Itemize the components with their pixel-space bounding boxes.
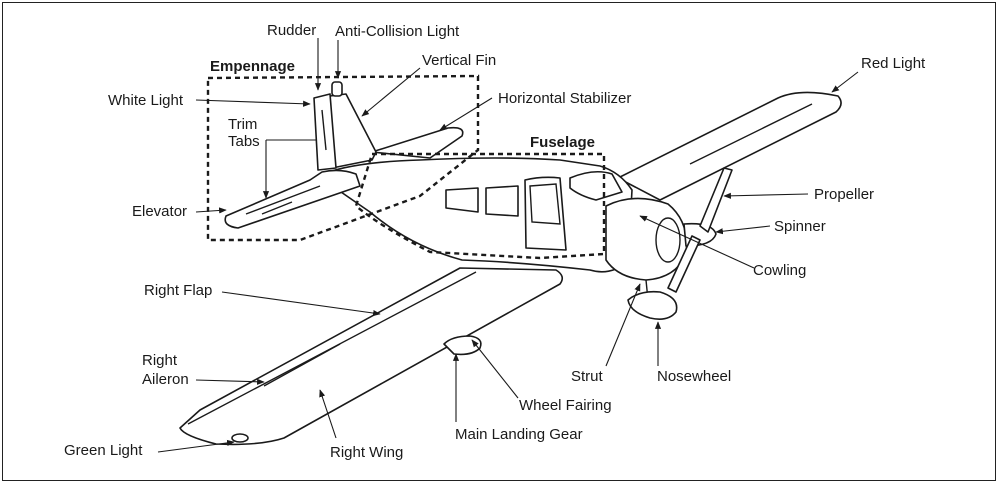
label-spinner: Spinner [774, 218, 826, 235]
label-horizontal-stabilizer: Horizontal Stabilizer [498, 90, 631, 107]
window-middle [485, 185, 519, 217]
label-right-aileron-2: Aileron [142, 371, 189, 388]
label-vertical-fin: Vertical Fin [422, 52, 496, 69]
label-right-wing: Right Wing [330, 444, 403, 461]
left-wing [617, 91, 842, 201]
label-red-light: Red Light [861, 55, 926, 72]
label-right-aileron-1: Right [142, 352, 178, 369]
label-empennage: Empennage [210, 58, 295, 75]
label-trim-tabs-1: Trim [228, 116, 257, 133]
anti-collision-light-shape [331, 81, 343, 97]
rudder-shape [313, 93, 337, 171]
label-propeller: Propeller [814, 186, 874, 203]
vertical-fin-shape [329, 93, 377, 169]
label-rudder: Rudder [267, 22, 316, 39]
label-white-light: White Light [108, 92, 184, 109]
door [524, 176, 567, 251]
airplane-illustration [179, 81, 842, 446]
label-strut: Strut [571, 368, 604, 385]
propeller-shape [699, 167, 733, 233]
label-nosewheel: Nosewheel [657, 368, 731, 385]
window-rear [445, 187, 479, 213]
fuselage-outline [354, 152, 606, 260]
label-right-flap: Right Flap [144, 282, 212, 299]
label-elevator: Elevator [132, 203, 187, 220]
label-main-landing-gear: Main Landing Gear [455, 426, 583, 443]
label-fuselage: Fuselage [530, 134, 595, 151]
label-trim-tabs-2: Tabs [228, 133, 260, 150]
cowling-shape [605, 197, 688, 281]
leader-lines [157, 38, 859, 453]
right-horizontal-stabilizer [224, 169, 361, 229]
label-cowling: Cowling [753, 262, 806, 279]
left-horizontal-stabilizer [371, 126, 464, 159]
empennage-outline [206, 74, 480, 242]
label-green-light: Green Light [64, 442, 143, 459]
label-wheel-fairing: Wheel Fairing [519, 397, 612, 414]
right-wing-shape [179, 267, 564, 446]
windshield [569, 170, 623, 201]
nosewheel-shape [627, 290, 678, 320]
window-door [529, 183, 561, 225]
label-anti-collision-light: Anti-Collision Light [335, 23, 460, 40]
